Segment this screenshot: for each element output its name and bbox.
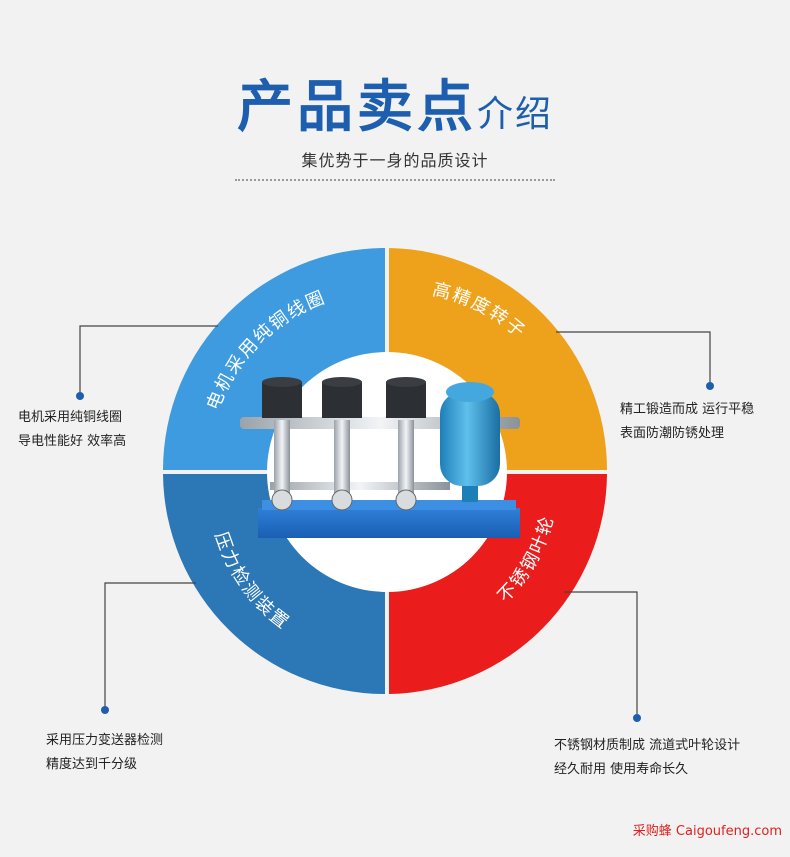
watermark: 采购蜂 Caigoufeng.com (632, 824, 782, 839)
feature-line: 不锈钢材质制成 流道式叶轮设计 (554, 738, 741, 753)
feature-pressure-device: 采用压力变送器检测 精度达到千分级 (46, 729, 163, 777)
feature-line: 精工锻造而成 运行平稳 (620, 402, 755, 417)
title-suffix: 介绍 (476, 94, 553, 135)
page-subtitle: 集优势于一身的品质设计 (301, 151, 489, 170)
feature-line: 采用压力变送器检测 (46, 733, 164, 748)
title-main: 产品卖点 (236, 75, 477, 140)
callout-lines (79, 325, 711, 718)
pump-set-image (240, 377, 520, 538)
segment-steel-impeller (389, 474, 607, 694)
dotted-divider (235, 179, 555, 181)
feature-line: 导电性能好 效率高 (18, 434, 127, 449)
page-title: 产品卖点介绍 (0, 62, 790, 143)
segment-precision-rotor (389, 248, 607, 470)
feature-copper-coil: 电机采用纯铜线圈 导电性能好 效率高 (18, 406, 126, 454)
feature-line: 电机采用纯铜线圈 (18, 410, 123, 425)
feature-line: 表面防潮防锈处理 (620, 426, 725, 441)
callout-dots (76, 382, 714, 722)
segment-copper-coil (163, 248, 385, 470)
feature-line: 经久耐用 使用寿命长久 (554, 762, 689, 777)
feature-line: 精度达到千分级 (46, 757, 138, 772)
feature-precision-rotor: 精工锻造而成 运行平稳 表面防潮防锈处理 (620, 398, 754, 446)
feature-steel-impeller: 不锈钢材质制成 流道式叶轮设计 经久耐用 使用寿命长久 (554, 734, 740, 782)
segment-pressure-device (163, 474, 385, 694)
